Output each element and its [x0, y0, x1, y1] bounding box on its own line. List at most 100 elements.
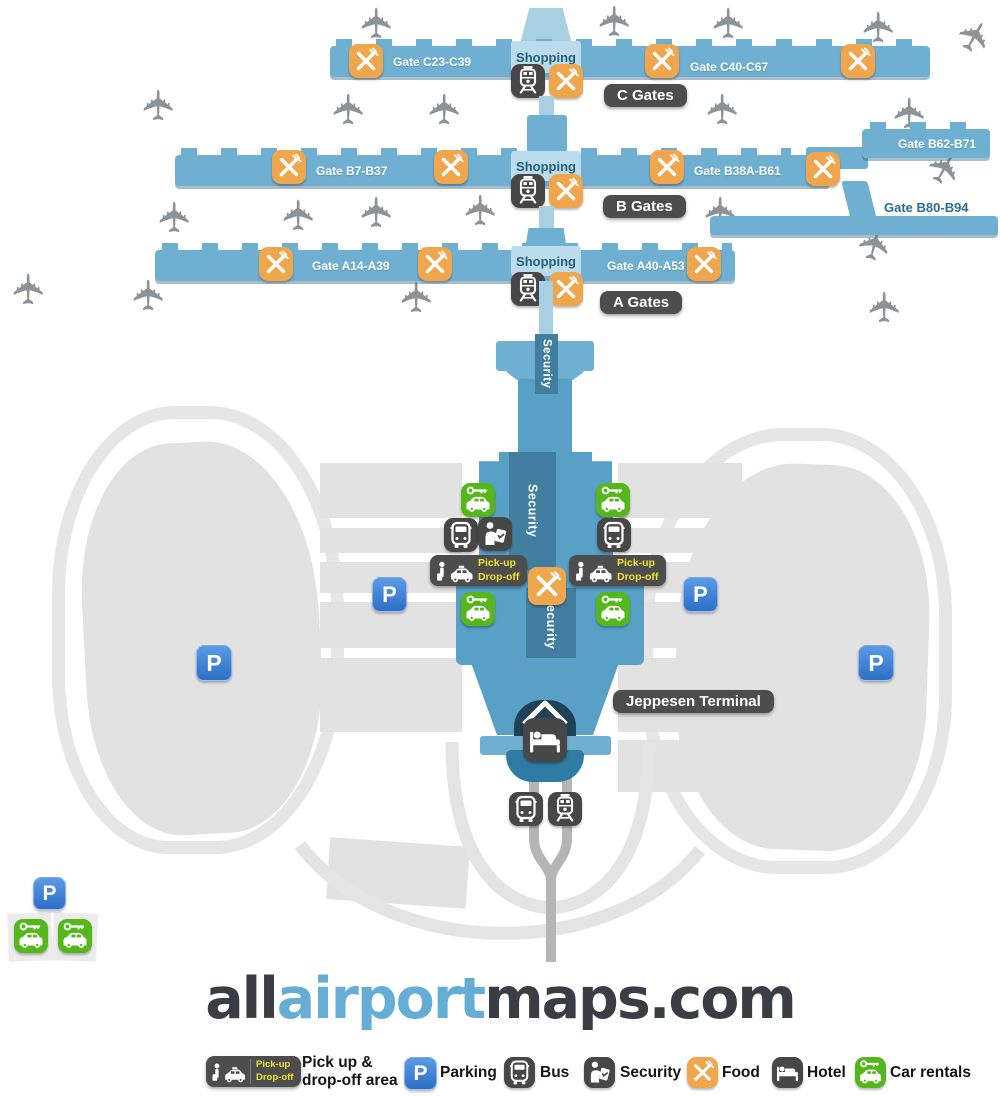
terminal-name-badge: Jeppesen Terminal	[613, 690, 774, 713]
parking-icon: P	[404, 1057, 437, 1090]
concourse-b62-arm	[862, 129, 990, 158]
garage-row	[320, 528, 462, 553]
gate-range-label: Gate C40-C67	[690, 60, 769, 74]
dropoff-line: Drop-off	[256, 1071, 294, 1083]
car-rental-icon	[58, 919, 92, 953]
train-icon	[511, 64, 545, 98]
dropoff-line: Drop-off	[478, 570, 520, 583]
shopping-label: Shopping	[511, 151, 581, 181]
b-gate-bumps	[181, 148, 791, 155]
plane-icon: ✈	[150, 199, 200, 235]
car-rental-icon	[461, 592, 495, 626]
garage-row	[618, 740, 716, 792]
plane-icon: ✈	[698, 91, 748, 127]
security-band: Security	[535, 334, 558, 394]
parking-icon: P	[683, 577, 718, 612]
food-icon	[549, 174, 583, 208]
food-icon	[418, 247, 452, 281]
car-rental-icon	[14, 919, 48, 953]
legend-pickup-badge: Pick-up Drop-off	[206, 1056, 302, 1087]
security-label: Security	[525, 484, 540, 538]
concourse-b80-arm	[710, 216, 998, 235]
car-rental-icon	[855, 1057, 886, 1088]
parking-letter: P	[413, 1061, 428, 1085]
gate-range-label: Gate A14-A39	[312, 259, 390, 273]
pickup-line: Pick-up	[478, 557, 516, 569]
security-band: Security	[509, 452, 556, 570]
security-check-icon	[584, 1057, 615, 1088]
hotel-icon	[772, 1057, 803, 1088]
security-check-icon	[478, 517, 512, 551]
legend-pickup-label: Pick up & drop-off area	[302, 1054, 398, 1090]
pickup-line: Pick-up	[617, 557, 655, 569]
legend-car-rentals-label: Car rentals	[890, 1064, 971, 1081]
b-gates-badge: B Gates	[603, 195, 686, 218]
b62-bumps	[870, 122, 985, 129]
food-icon	[434, 150, 468, 184]
food-icon	[349, 44, 383, 78]
bus-icon	[504, 1057, 535, 1088]
legend-bus-label: Bus	[540, 1064, 570, 1081]
c-top-stem	[520, 8, 572, 44]
parking-letter: P	[693, 581, 708, 607]
food-icon	[645, 44, 679, 78]
plane-icon: ✈	[124, 277, 174, 313]
logo-part-all: all	[205, 966, 279, 1032]
plane-icon: ✈	[704, 5, 754, 41]
car-rental-icon	[596, 592, 630, 626]
parking-icon: P	[372, 577, 407, 612]
garage-row	[320, 658, 462, 732]
plane-icon: ✈	[4, 271, 54, 307]
car-rental-icon	[461, 483, 495, 517]
food-icon	[549, 64, 583, 98]
gate-range-label: Gate B38A-B61	[694, 164, 781, 178]
legend-hotel-label: Hotel	[807, 1064, 846, 1081]
logo-part-maps: maps.com	[484, 966, 797, 1032]
parking-icon: P	[196, 645, 232, 681]
food-icon	[687, 247, 721, 281]
gate-range-label: Gate B7-B37	[316, 164, 388, 178]
pickup-glyph-icon	[576, 561, 612, 582]
parking-letter: P	[868, 649, 884, 676]
plane-icon: ✈	[392, 279, 442, 315]
legend-food-label: Food	[722, 1064, 760, 1081]
plane-icon: ✈	[456, 192, 506, 228]
shopping-label: Shopping	[511, 246, 581, 276]
c-b-connector	[539, 96, 554, 120]
gate-range-label: Gate C23-C39	[393, 55, 472, 69]
plane-icon: ✈	[420, 91, 470, 127]
parking-icon: P	[33, 877, 66, 910]
plane-icon: ✈	[352, 5, 402, 41]
plane-icon: ✈	[324, 91, 374, 127]
c-gate-bumps	[336, 39, 924, 46]
food-icon	[687, 1057, 718, 1088]
concourse-c-bar	[330, 46, 930, 77]
plane-icon: ✈	[352, 194, 402, 230]
plane-icon: ✈	[274, 197, 324, 233]
plane-icon: ✈	[134, 87, 184, 123]
food-icon	[650, 150, 684, 184]
legend-pickup-line1: Pick up &	[302, 1054, 373, 1071]
site-logo: allairportmaps.com	[0, 966, 1000, 1032]
food-icon	[841, 44, 875, 78]
legend-security-label: Security	[620, 1064, 682, 1081]
a-gate-bumps	[162, 243, 732, 250]
dropoff-line: Drop-off	[617, 570, 659, 583]
hotel-peak-icon	[522, 700, 568, 726]
pickup-line: Pick-up	[256, 1059, 291, 1071]
parking-icon: P	[858, 645, 894, 681]
gate-range-label: Gate B80-B94	[884, 200, 969, 215]
legend-parking-label: Parking	[440, 1064, 497, 1081]
legend-pickup-line2: drop-off area	[302, 1071, 398, 1089]
bus-icon	[509, 792, 543, 826]
a-gates-badge: A Gates	[600, 291, 683, 314]
garage-row	[320, 463, 462, 518]
logo-part-airport: airport	[276, 966, 486, 1032]
security-label: Security	[540, 339, 553, 389]
food-icon	[806, 152, 840, 186]
c-gates-badge: C Gates	[604, 84, 687, 107]
parking-letter: P	[382, 581, 397, 607]
